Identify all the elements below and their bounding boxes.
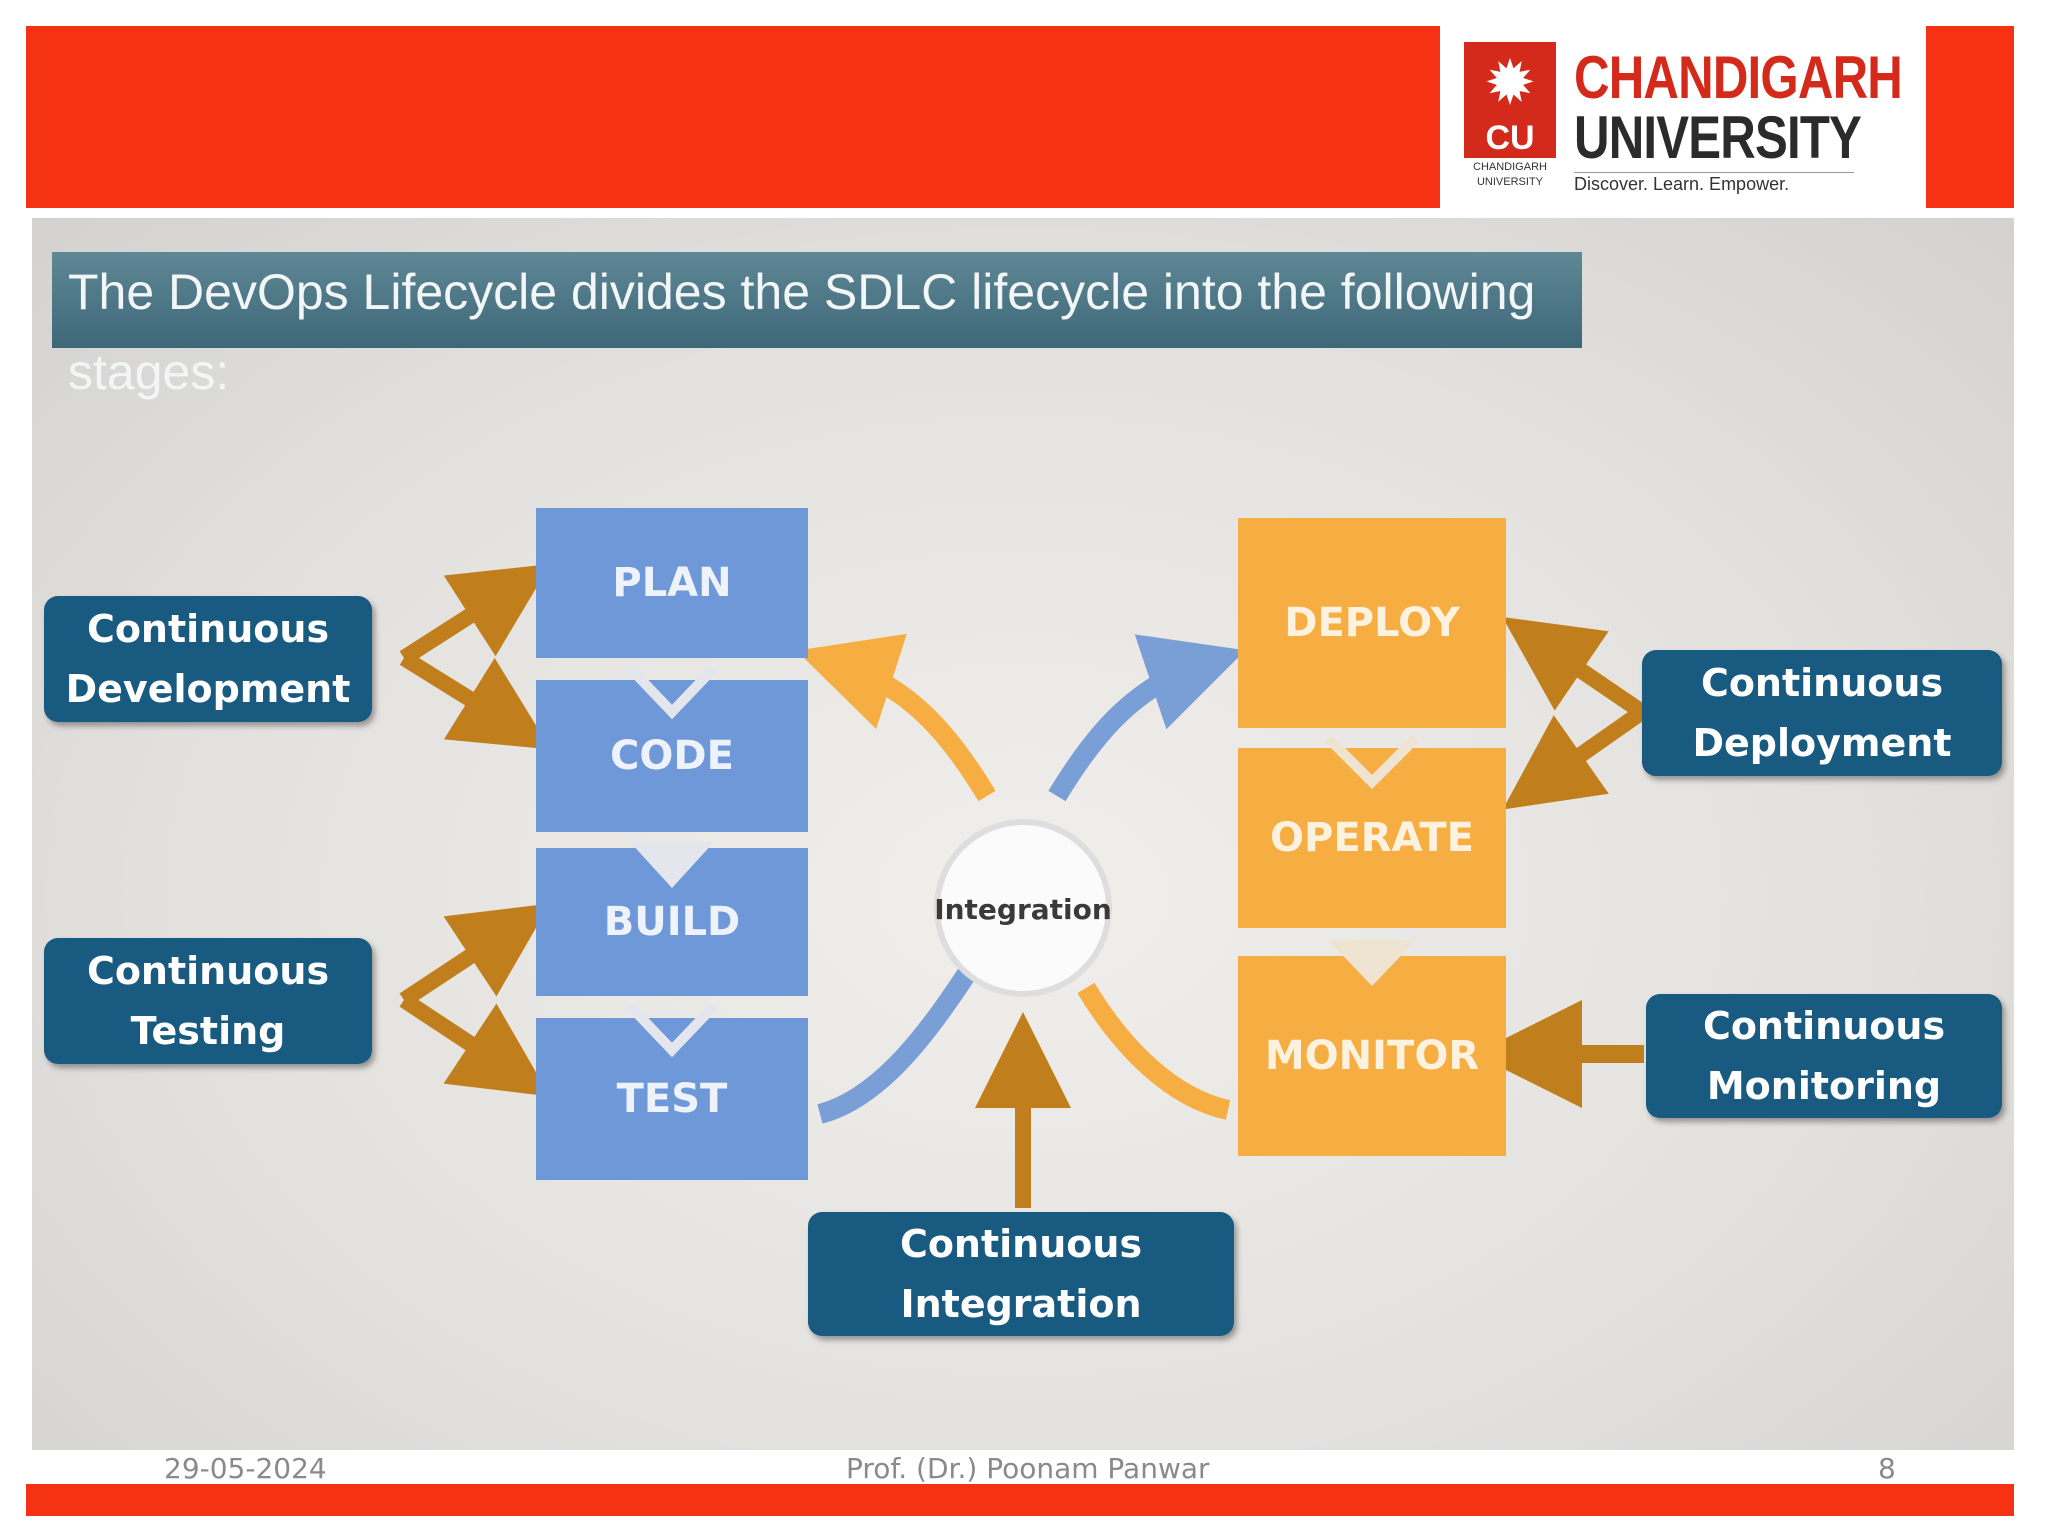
logo-divider <box>1574 172 1854 173</box>
curve-integration-to-deploy <box>1048 634 1246 802</box>
arrow-cdeploy-to-operate <box>1502 705 1647 810</box>
footer-bar <box>26 1484 2014 1516</box>
stage-build: BUILD <box>536 848 808 996</box>
arrow-cdev-to-code <box>399 651 551 750</box>
practice-continuous-monitoring: Continuous Monitoring <box>1646 994 2002 1118</box>
footer-author: Prof. (Dr.) Poonam Panwar <box>846 1452 1210 1485</box>
curve-integration-to-plan <box>796 633 996 802</box>
curve-integration-to-monitor <box>1077 982 1231 1120</box>
slide-title: The DevOps Lifecycle divides the SDLC li… <box>68 264 1536 400</box>
university-name-line2: UNIVERSITY <box>1574 104 1862 171</box>
stage-monitor: MONITOR <box>1238 956 1506 1156</box>
integration-hub <box>934 819 1112 997</box>
curve-test-to-integration <box>817 952 986 1124</box>
practice-continuous-integration: Continuous Integration <box>808 1212 1234 1336</box>
arrow-cdev-to-plan <box>399 564 551 665</box>
emblem-initials: CU <box>1485 119 1535 157</box>
arrow-ctest-to-build <box>399 903 551 1007</box>
university-tagline: Discover. Learn. Empower. <box>1574 174 1790 194</box>
university-name-line1: CHANDIGARH <box>1574 44 1903 111</box>
logo-emblem: ✹ CU CHANDIGARH UNIVERSITY <box>1464 42 1556 192</box>
stage-test: TEST <box>536 1018 808 1180</box>
stage-deploy: DEPLOY <box>1238 518 1506 728</box>
footer-date: 29-05-2024 <box>164 1452 327 1485</box>
arrow-ctest-to-test <box>399 993 551 1097</box>
stage-plan: PLAN <box>536 508 808 658</box>
integration-hub-label: Integration <box>934 893 1112 926</box>
title-band <box>52 252 1582 348</box>
stage-operate: OPERATE <box>1238 748 1506 928</box>
devops-lifecycle-diagram: The DevOps Lifecycle divides the SDLC li… <box>32 218 2014 1450</box>
diagram-connectors: Integration <box>399 564 1647 1208</box>
emblem-subtext: CHANDIGARH UNIVERSITY <box>1464 158 1556 192</box>
practice-continuous-development: Continuous Development <box>44 596 372 722</box>
footer-page-number: 8 <box>1878 1452 1896 1485</box>
arrow-cdeploy-to-deploy <box>1502 617 1647 719</box>
stage-code: CODE <box>536 680 808 832</box>
practice-continuous-deployment: Continuous Deployment <box>1642 650 2002 776</box>
emblem-gear-icon: ✹ <box>1484 46 1536 119</box>
university-logo: ✹ CU CHANDIGARH UNIVERSITY CHANDIGARH UN… <box>1440 26 1926 208</box>
practice-continuous-testing: Continuous Testing <box>44 938 372 1064</box>
